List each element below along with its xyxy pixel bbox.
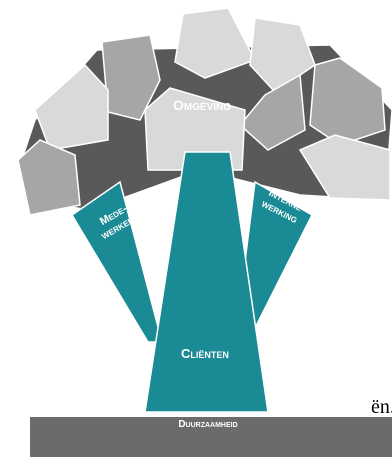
trunk bbox=[145, 152, 268, 412]
trunk-label: Cliënten bbox=[181, 346, 229, 361]
canopy-label: Omgeving bbox=[173, 97, 231, 113]
side-text-fragment: ën. bbox=[371, 396, 392, 419]
ground-label: Duurzaamheid bbox=[178, 419, 237, 430]
leaf bbox=[35, 65, 108, 150]
leaf bbox=[310, 58, 385, 145]
